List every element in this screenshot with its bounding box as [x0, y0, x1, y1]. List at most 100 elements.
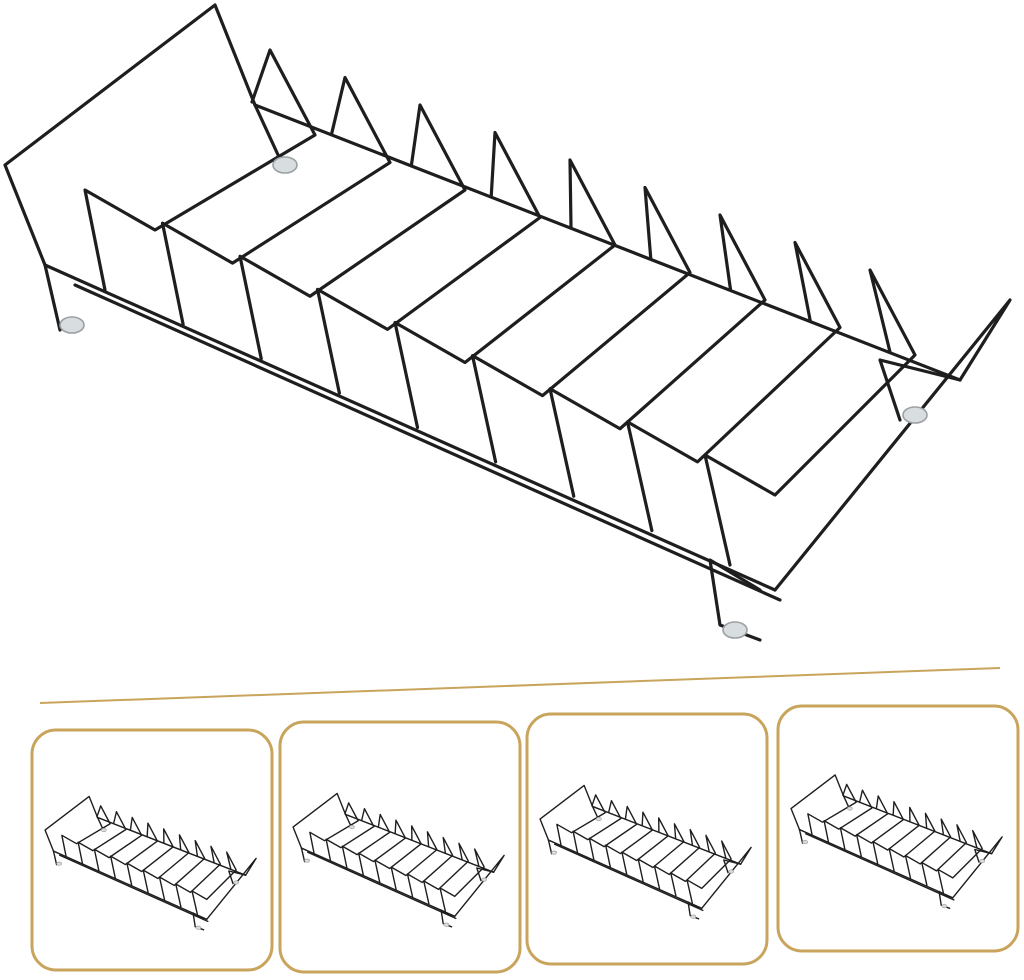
- right-end-frame: [206, 857, 257, 920]
- front-bottom-rail: [547, 839, 703, 909]
- thumbnail-side-angle[interactable]: [30, 728, 274, 972]
- rubber-foot: [595, 817, 602, 822]
- plate-divider: [556, 794, 606, 846]
- thumbnail-frame: [776, 704, 1020, 953]
- thumbnail-gallery: [30, 704, 1020, 974]
- plate-divider: [872, 806, 920, 865]
- back-right-leg: [974, 848, 993, 863]
- left-end-frame: [44, 795, 99, 852]
- rubber-foot: [100, 828, 107, 833]
- front-lower-rail: [805, 833, 955, 901]
- rubber-foot: [728, 869, 735, 874]
- plate-divider: [921, 824, 968, 887]
- left-leg: [547, 839, 553, 855]
- back-rail: [253, 103, 962, 382]
- back-right-leg: [723, 859, 742, 874]
- plate-divider: [93, 816, 143, 872]
- plate-divider: [61, 805, 111, 857]
- plate-divider: [807, 783, 857, 836]
- front-bottom-rail: [798, 828, 954, 899]
- rubber-foot: [846, 806, 853, 811]
- front-lower-rail: [307, 851, 457, 920]
- plate-divider: [888, 812, 936, 872]
- back-rail: [842, 795, 993, 855]
- rubber-foot: [272, 156, 298, 174]
- plate-divider: [637, 823, 685, 883]
- rubber-foot: [443, 922, 450, 927]
- plate-divider: [588, 805, 638, 861]
- plate-divider: [109, 822, 159, 879]
- front-bottom-rail: [43, 263, 777, 592]
- plate-divider: [621, 817, 669, 875]
- plate-divider: [653, 828, 701, 890]
- rubber-foot: [59, 316, 85, 334]
- plate-divider: [625, 240, 842, 533]
- rubber-foot: [304, 858, 310, 863]
- rubber-foot: [233, 880, 240, 885]
- front-bottom-rail: [52, 850, 208, 920]
- left-end-frame: [790, 774, 845, 831]
- rubber-foot: [56, 861, 62, 866]
- plate-divider: [126, 828, 174, 886]
- plate-divider: [393, 158, 617, 430]
- rubber-foot: [690, 914, 697, 919]
- plate-divider: [406, 836, 454, 898]
- back-rail: [96, 816, 247, 876]
- plate-divider: [855, 801, 905, 858]
- rubber-foot: [902, 406, 928, 424]
- right-end-frame: [454, 854, 505, 917]
- front-lower-rail: [554, 843, 704, 912]
- left-leg: [52, 850, 58, 866]
- rubber-foot: [195, 925, 202, 930]
- right-end-frame: [952, 836, 1003, 899]
- front-lower-rail: [73, 283, 782, 602]
- plate-divider: [357, 819, 407, 876]
- left-leg: [300, 847, 306, 863]
- left-end-frame: [292, 792, 347, 849]
- back-right-leg: [476, 867, 495, 882]
- thumbnail-frame: [30, 728, 274, 972]
- gold-divider-line: [39, 667, 1001, 704]
- plate-divider: [823, 789, 873, 843]
- thumbnail-front[interactable]: [278, 720, 522, 974]
- left-leg: [43, 263, 62, 332]
- plate-divider: [191, 851, 237, 915]
- plate-divider: [703, 268, 917, 567]
- plate-divider: [604, 811, 654, 868]
- plate-divider: [390, 831, 438, 891]
- back-rail: [591, 805, 742, 865]
- plate-divider: [175, 845, 222, 908]
- left-end-frame: [539, 784, 594, 841]
- plate-divider: [374, 825, 422, 883]
- thumbnail-front-low[interactable]: [525, 712, 769, 966]
- front-lower-rail: [59, 854, 209, 923]
- plate-divider: [142, 834, 190, 894]
- plate-divider: [904, 818, 952, 879]
- front-bottom-rail: [300, 847, 456, 917]
- back-right-leg: [228, 870, 247, 885]
- plate-divider: [839, 795, 889, 850]
- plate-divider: [238, 103, 467, 361]
- dish-rack-main-view: [3, 3, 1012, 642]
- right-end-frame: [773, 298, 1012, 592]
- plate-divider: [439, 848, 485, 912]
- rubber-foot: [979, 859, 986, 864]
- plate-divider: [937, 829, 983, 894]
- plate-divider: [309, 802, 359, 854]
- plate-divider: [686, 840, 732, 904]
- plate-divider: [548, 213, 767, 498]
- rubber-foot: [722, 621, 748, 639]
- plate-divider: [325, 807, 375, 862]
- plate-divider: [572, 799, 622, 854]
- plate-divider: [315, 130, 542, 395]
- thumbnail-top-angle[interactable]: [776, 704, 1020, 953]
- back-right-leg: [878, 358, 962, 422]
- left-end-frame: [3, 3, 257, 267]
- rubber-foot: [481, 877, 488, 882]
- plate-divider: [77, 810, 127, 865]
- plate-divider: [423, 842, 470, 905]
- rubber-foot: [551, 850, 557, 855]
- plate-divider: [341, 813, 391, 869]
- plate-divider: [470, 185, 692, 464]
- plate-divider: [160, 75, 392, 326]
